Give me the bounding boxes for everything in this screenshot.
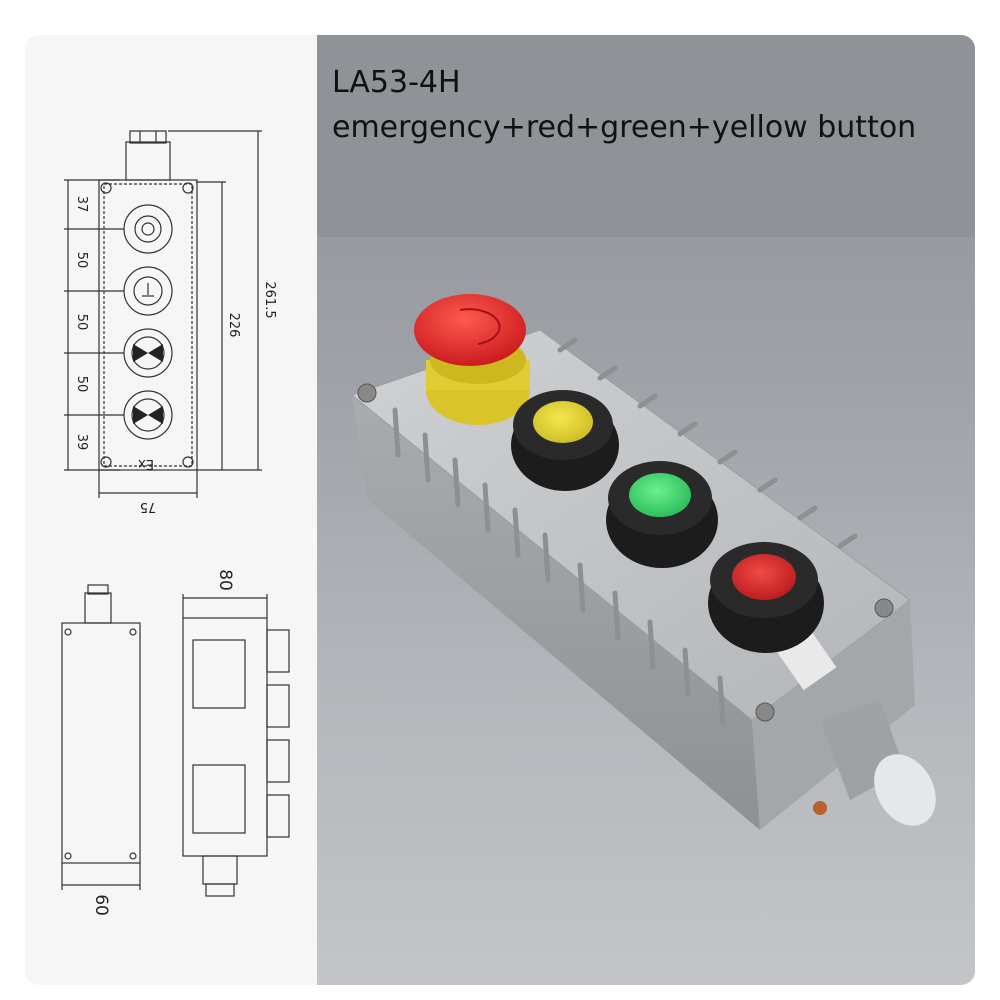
body-height-label: 226 [226, 313, 241, 338]
dim-label-2: 50 [74, 252, 89, 269]
title-band [317, 35, 975, 237]
dim-label-1: 37 [74, 196, 89, 213]
model-description: emergency+red+green+yellow button [332, 110, 917, 145]
ex-mark: Ex [138, 456, 154, 471]
emergency-stop-button[interactable] [414, 294, 530, 425]
yellow-button[interactable] [511, 390, 619, 491]
overall-height-label: 261.5 [262, 281, 277, 318]
product-card [25, 35, 975, 985]
side-view-drawing [61, 584, 141, 890]
green-button[interactable] [606, 461, 718, 568]
dim-label-3: 50 [74, 314, 89, 331]
depth-label: 80 [215, 569, 235, 591]
width-label: 75 [140, 499, 157, 514]
red-button[interactable] [708, 542, 824, 653]
dim-label-5: 39 [74, 434, 89, 451]
front-view-drawing [64, 130, 262, 498]
back-width-label: 60 [91, 894, 111, 916]
dim-label-4: 50 [74, 376, 89, 393]
model-title: LA53-4H [332, 65, 461, 100]
technical-drawing-panel [25, 35, 317, 985]
enclosure-housing [350, 329, 936, 830]
section-view-drawing [182, 594, 290, 897]
